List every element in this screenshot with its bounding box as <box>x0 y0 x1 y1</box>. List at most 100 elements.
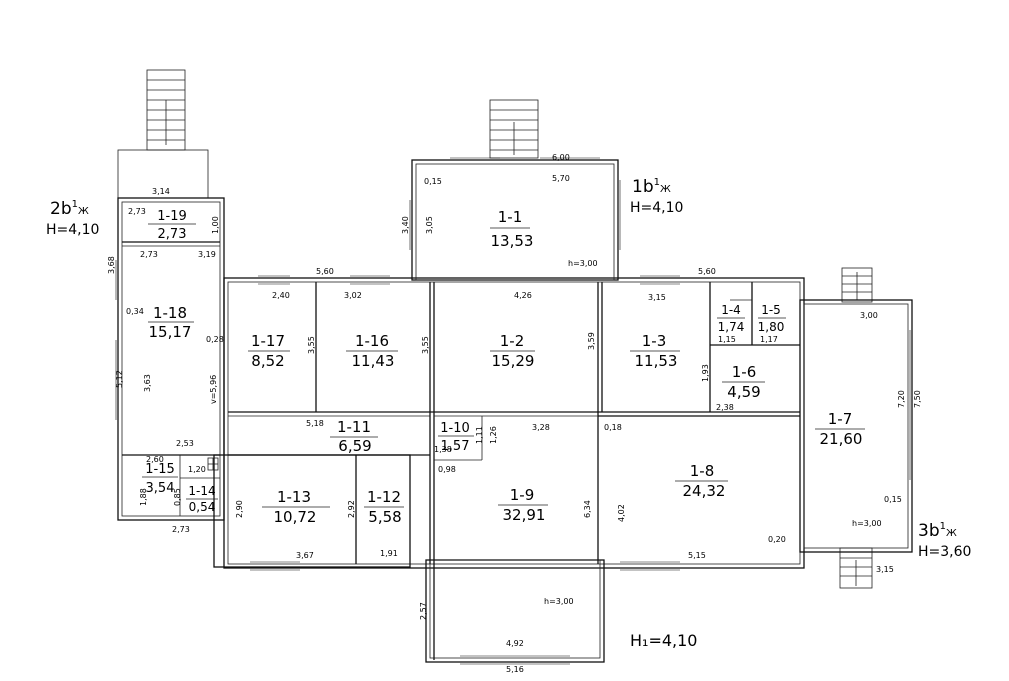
dim: 5,15 <box>688 551 706 560</box>
room-id: 1-6 <box>732 363 757 381</box>
dim: 3,40 <box>401 216 410 234</box>
room-1-18: 1-18 15,17 <box>148 304 194 341</box>
room-area: 6,59 <box>338 437 371 455</box>
main-walls <box>213 159 913 663</box>
dimension-labels: 3,14 2,73 1,00 2,73 3,19 3,68 0,34 0,28 … <box>107 153 922 674</box>
dim: 5,60 <box>316 267 334 276</box>
dim: 0,28 <box>206 335 224 344</box>
room-id: 1-5 <box>761 303 781 317</box>
room-area: 5,58 <box>368 508 401 526</box>
room-1-10: 1-10 1,57 <box>438 421 474 454</box>
room-1-7: 1-7 21,60 <box>815 410 865 448</box>
room-1-14: 1-14 0,54 <box>186 484 218 514</box>
dim: 5,18 <box>306 419 324 428</box>
dim: 3,15 <box>648 293 666 302</box>
partitions <box>228 282 800 660</box>
room-1-15: 1-15 3,54 <box>142 462 178 496</box>
stair-east <box>841 267 873 303</box>
room-1-8: 1-8 24,32 <box>675 462 728 500</box>
room-labels: 1-1 13,53 1-2 15,29 1-3 11,53 1-4 1,74 1… <box>142 208 865 526</box>
room-area: 15,29 <box>492 352 535 370</box>
room-id: 1-3 <box>642 332 667 350</box>
windows <box>115 157 911 665</box>
dim: h=3,00 <box>544 597 574 606</box>
dim: 3,02 <box>344 291 362 300</box>
dim: 3,14 <box>152 187 170 196</box>
room-1-13: 1-13 10,72 <box>262 488 330 526</box>
dim: 2,57 <box>419 602 428 620</box>
stair-south-east <box>839 547 873 589</box>
dim: 0,15 <box>424 177 442 186</box>
dim: 0,85 <box>173 488 182 506</box>
room-id: 1-7 <box>828 410 853 428</box>
dim: 3,63 <box>143 374 152 392</box>
dim: 0,34 <box>126 307 144 316</box>
dim: 0,98 <box>438 465 456 474</box>
dim: 2,73 <box>128 207 146 216</box>
room-id: 1-11 <box>337 418 371 436</box>
svg-text:H=3,60: H=3,60 <box>918 544 971 560</box>
room-1-4: 1-4 1,74 <box>717 303 745 334</box>
room-id: 1-14 <box>188 484 215 498</box>
svg-text:H=4,10: H=4,10 <box>630 200 683 216</box>
dim: 1,15 <box>718 335 736 344</box>
room-1-6: 1-6 4,59 <box>722 363 765 401</box>
room-1-12: 1-12 5,58 <box>364 488 404 526</box>
dim: 2,92 <box>347 500 356 518</box>
dim: 3,05 <box>425 216 434 234</box>
room-area: 1,57 <box>441 439 470 454</box>
dim: 1,26 <box>489 426 498 444</box>
room-id: 1-1 <box>498 208 523 226</box>
room-id: 1-4 <box>721 303 741 317</box>
room-id: 1-19 <box>157 209 187 224</box>
room-area: 11,43 <box>352 352 395 370</box>
block-label-1b: 1b1Ж H=4,10 <box>630 177 683 216</box>
room-1-17: 1-17 8,52 <box>248 332 290 370</box>
dim: 1,17 <box>760 335 778 344</box>
dim: h=3,00 <box>568 259 598 268</box>
dim: 5,70 <box>552 174 570 183</box>
dim: 2,40 <box>272 291 290 300</box>
room-1-11: 1-11 6,59 <box>330 418 378 455</box>
room-area: 15,17 <box>149 323 192 341</box>
dim: 3,19 <box>198 250 216 259</box>
room-id: 1-10 <box>440 421 470 436</box>
dim: 6,00 <box>552 153 570 162</box>
room-id: 1-9 <box>510 486 535 504</box>
block-label-3b: 3b1Ж H=3,60 <box>918 521 971 560</box>
dim: 3,68 <box>107 256 116 274</box>
svg-text:H=4,10: H=4,10 <box>46 222 99 238</box>
dim: 2,73 <box>172 525 190 534</box>
dim: 0,18 <box>604 423 622 432</box>
dim: 3,55 <box>307 336 316 354</box>
dim: 1,11 <box>475 426 484 444</box>
block-label-2b: 2b1Ж H=4,10 <box>46 199 99 238</box>
room-area: 10,72 <box>274 508 317 526</box>
dim: 1,00 <box>211 216 220 234</box>
dim: 0,15 <box>884 495 902 504</box>
dim: 2,73 <box>140 250 158 259</box>
room-id: 1-13 <box>277 488 311 506</box>
dim: 7,50 <box>913 390 922 408</box>
dim: h=3,00 <box>852 519 882 528</box>
dim: 3,28 <box>532 423 550 432</box>
dim: 3,59 <box>587 332 596 350</box>
room-area: 4,59 <box>727 383 760 401</box>
dim: 2,60 <box>146 455 164 464</box>
dim: 1,20 <box>188 465 206 474</box>
dim: 3,00 <box>860 311 878 320</box>
room-id: 1-8 <box>690 462 715 480</box>
room-area: 8,52 <box>251 352 284 370</box>
dim: 1,88 <box>139 488 148 506</box>
dim: v=5,96 <box>209 375 218 404</box>
dim: 2,90 <box>235 500 244 518</box>
dim: 2,38 <box>716 403 734 412</box>
room-id: 1-16 <box>355 332 389 350</box>
dim: 4,92 <box>506 639 524 648</box>
room-area: 0,54 <box>189 500 216 514</box>
dim: 1,93 <box>701 364 710 382</box>
dim: 3,55 <box>421 336 430 354</box>
room-area: 2,73 <box>158 227 187 242</box>
svg-text:1b1Ж: 1b1Ж <box>632 177 671 197</box>
